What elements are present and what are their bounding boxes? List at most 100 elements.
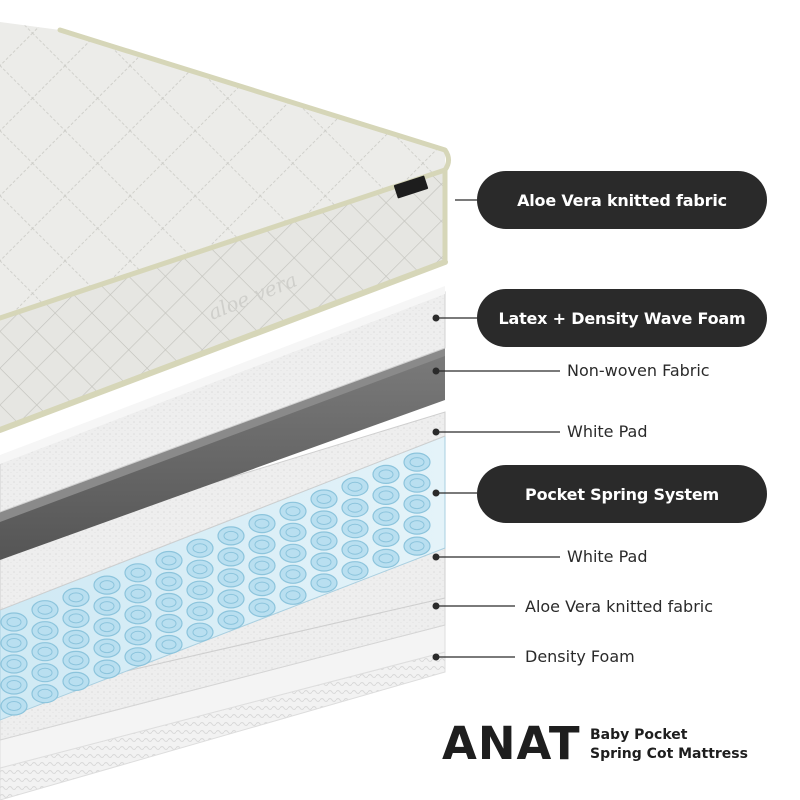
pocket-spring-coil	[68, 655, 84, 666]
pocket-spring	[217, 610, 245, 630]
pocket-spring	[62, 671, 90, 692]
pocket-spring-coil	[6, 659, 22, 669]
pocket-spring	[186, 622, 214, 642]
pocket-spring	[248, 534, 276, 555]
brand-subtitle-line1: Baby Pocket	[590, 727, 688, 743]
pocket-spring-coil	[6, 701, 22, 711]
pocket-spring-coil	[347, 502, 363, 513]
pocket-spring	[310, 510, 338, 530]
pocket-spring	[248, 597, 276, 618]
pocket-spring	[31, 600, 59, 620]
quilted-cover: aloe vera	[0, 22, 451, 433]
pocket-spring	[186, 601, 214, 621]
pocket-spring	[93, 638, 121, 658]
label-white-pad-lower: White Pad	[567, 547, 648, 566]
pocket-spring-coil	[254, 581, 270, 592]
brand-logo: ANAT	[442, 717, 581, 770]
pocket-spring-coil	[6, 617, 22, 627]
pocket-spring	[124, 563, 152, 583]
pocket-spring	[93, 617, 121, 637]
pocket-spring-coil	[316, 557, 332, 567]
pocket-spring-coil	[6, 638, 22, 648]
pocket-spring-coil	[347, 523, 363, 534]
pocket-spring-coil	[223, 614, 239, 625]
pocket-spring-coil	[130, 609, 146, 620]
pocket-spring	[403, 536, 431, 556]
pocket-spring-coil	[378, 553, 394, 564]
pocket-spring-coil	[223, 551, 239, 562]
pocket-spring	[310, 489, 338, 509]
pocket-spring-coil	[130, 651, 146, 662]
pocket-spring	[248, 555, 276, 576]
pocket-spring-coil	[192, 564, 208, 575]
pocket-spring	[0, 612, 28, 632]
label-aloe-vera-top: Aloe Vera knitted fabric	[477, 171, 767, 229]
pocket-spring	[186, 538, 214, 558]
pocket-spring-coil	[254, 518, 270, 529]
pocket-spring-coil	[285, 506, 301, 517]
pocket-spring	[62, 587, 90, 608]
pocket-spring-coil	[192, 585, 208, 596]
leader-dot	[432, 489, 440, 497]
pocket-spring	[186, 580, 214, 600]
leader-dot	[432, 428, 440, 436]
label-white-pad-upper: White Pad	[567, 422, 648, 441]
pocket-spring	[31, 663, 59, 683]
pocket-spring	[155, 592, 183, 613]
pocket-spring-coil	[68, 592, 84, 603]
pocket-spring-coil	[378, 490, 394, 501]
pocket-spring-coil	[316, 515, 332, 525]
pocket-spring	[124, 626, 152, 646]
pocket-spring	[217, 547, 245, 567]
pocket-spring-coil	[68, 676, 84, 687]
pocket-spring	[341, 477, 369, 497]
pocket-spring-coil	[254, 602, 270, 613]
pocket-spring	[341, 561, 369, 581]
pocket-spring-coil	[223, 530, 239, 541]
pocket-spring-coil	[378, 532, 394, 543]
brand-subtitle-line2: Spring Cot Mattress	[590, 746, 748, 762]
pocket-spring	[372, 548, 400, 569]
pocket-spring	[372, 464, 400, 484]
pocket-spring-coil	[161, 555, 177, 566]
pocket-spring-coil	[409, 541, 425, 552]
pocket-spring-coil	[99, 601, 115, 612]
pocket-spring	[155, 613, 183, 634]
pocket-spring	[93, 575, 121, 595]
cover-tag	[393, 175, 429, 199]
pocket-spring-coil	[254, 539, 270, 550]
pocket-spring	[341, 540, 369, 560]
pocket-spring-coil	[347, 481, 363, 492]
label-density-foam: Density Foam	[525, 647, 635, 666]
pocket-spring-coil	[99, 643, 115, 654]
pocket-spring-coil	[37, 688, 53, 699]
pocket-spring-coil	[223, 572, 239, 583]
leader-dot	[432, 367, 440, 375]
pocket-spring-coil	[285, 548, 301, 559]
pocket-spring-coil	[37, 646, 53, 657]
pocket-spring	[217, 568, 245, 588]
pocket-spring	[62, 650, 90, 671]
pocket-spring	[62, 629, 90, 650]
label-pocket-spring-system: Pocket Spring System	[477, 465, 767, 523]
pocket-spring	[279, 585, 307, 605]
pocket-spring-coil	[316, 536, 332, 546]
pocket-spring	[0, 654, 28, 674]
pocket-spring-coil	[192, 606, 208, 617]
pocket-spring-coil	[68, 613, 84, 624]
pocket-spring-coil	[223, 593, 239, 604]
pocket-spring-coil	[409, 520, 425, 531]
pocket-spring-coil	[409, 457, 425, 468]
leader-dot	[432, 653, 440, 661]
pocket-spring	[0, 696, 28, 716]
pocket-spring-coil	[285, 590, 301, 601]
pocket-spring	[124, 605, 152, 625]
pocket-spring	[279, 522, 307, 542]
pocket-spring-coil	[99, 580, 115, 591]
pocket-spring-coil	[378, 511, 394, 522]
pocket-spring	[93, 659, 121, 679]
pocket-spring-coil	[192, 543, 208, 554]
leader-dot	[432, 602, 440, 610]
pocket-spring-coil	[161, 618, 177, 629]
